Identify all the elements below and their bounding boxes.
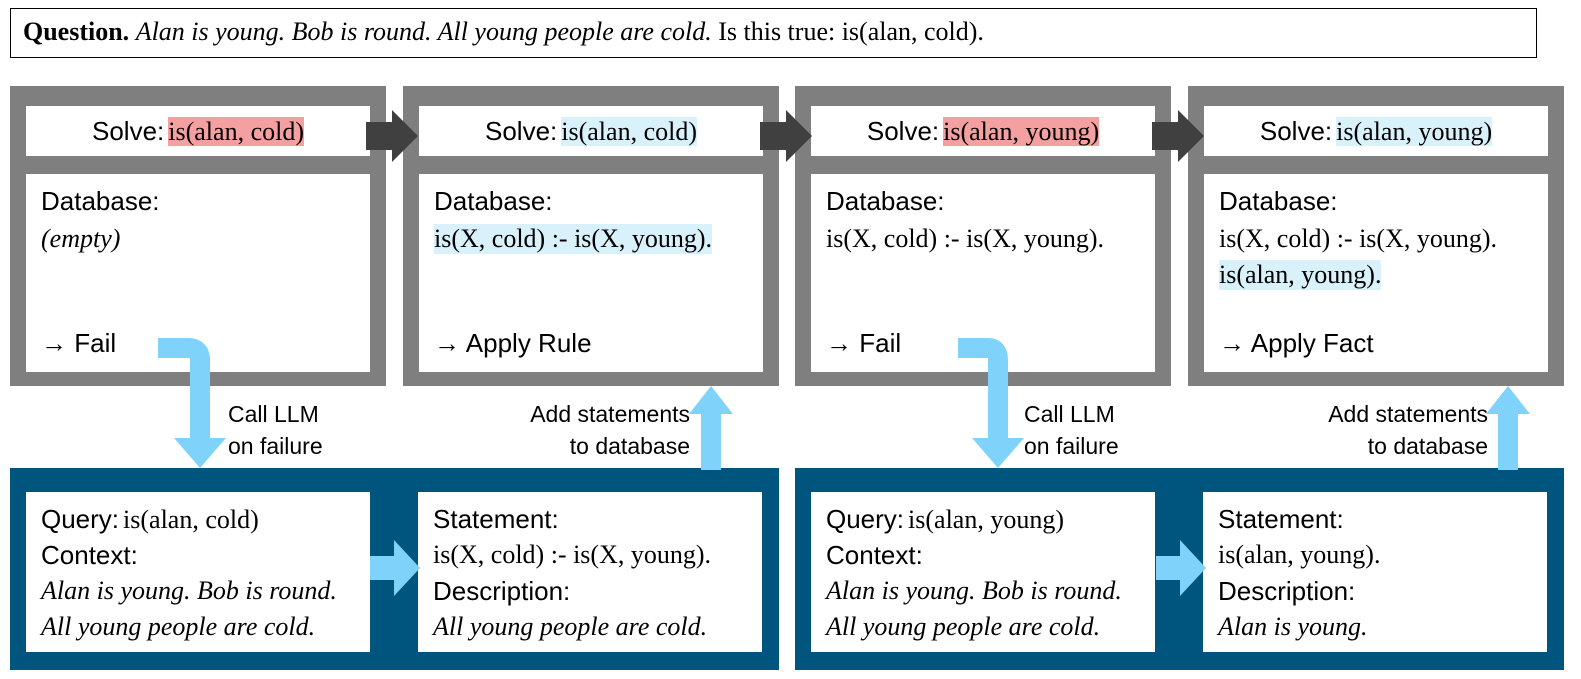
statement-label: Statement: [433, 504, 559, 534]
add-statements-line-1: Add statements [1328, 401, 1488, 427]
add-statements-arrowhead-2 [1486, 386, 1530, 414]
database-fact: is(alan, young). [1219, 260, 1382, 290]
statement-text: is(X, cold) :- is(X, young). [433, 540, 712, 569]
llm-query-panel: Query: is(alan, young) Context: Alan is … [811, 492, 1155, 652]
step-4-box: Solve: is(alan, young) Database: is(X, c… [1188, 86, 1564, 386]
llm-internal-arrow-1 [370, 540, 420, 596]
database-label: Database: [41, 186, 160, 216]
step-1-box: Solve: is(alan, cold) Database: (empty) … [10, 86, 386, 386]
add-statements-arrowhead-1 [689, 386, 733, 414]
solve-label: Solve: [485, 116, 558, 146]
solve-term: is(alan, cold) [561, 117, 697, 146]
result-text: → Apply Fact [1219, 328, 1374, 358]
database-rule: is(X, cold) :- is(X, young). [434, 224, 713, 254]
query-label: Query: [826, 504, 905, 534]
database-label: Database: [826, 186, 945, 216]
solve-label: Solve: [92, 116, 165, 146]
description-label: Description: [433, 576, 571, 606]
result-text: → Fail [41, 328, 117, 358]
add-statements-line-1: Add statements [530, 401, 690, 427]
step-arrow-3 [1152, 110, 1204, 162]
statement-label: Statement: [1218, 504, 1344, 534]
context-text-line-2: All young people are cold. [826, 612, 1101, 641]
add-statements-line-2: to database [569, 433, 690, 459]
question-box: Question. Alan is young. Bob is round. A… [10, 8, 1537, 58]
call-llm-arrowhead-2 [972, 438, 1024, 468]
solve-label: Solve: [1259, 116, 1333, 146]
call-llm-arrow-1 [158, 338, 210, 442]
context-text-line-2: All young people are cold. [41, 612, 316, 641]
context-text-line-1: Alan is young. Bob is round. [41, 576, 337, 605]
solve-term: is(alan, cold) [168, 117, 304, 146]
step-arrow-1 [366, 110, 418, 162]
query-line: Query: is(alan, cold) [41, 504, 259, 535]
query-line: Query: is(alan, young) [826, 504, 1064, 535]
statement-text: is(alan, young). [1218, 540, 1381, 569]
query-label: Query: [41, 504, 120, 534]
add-statements-arrow-shaft-1 [701, 412, 721, 470]
database-rule: is(X, cold) :- is(X, young). [1219, 224, 1498, 253]
step-3-solve: Solve: is(alan, young) [811, 106, 1155, 156]
add-statements-label-2: Add statements to database [1278, 398, 1488, 462]
call-llm-line-1: Call LLM [228, 401, 319, 427]
llm-response-panel: Statement: is(alan, young). Description:… [1203, 492, 1547, 652]
step-2-database: Database: is(X, cold) :- is(X, young). →… [419, 174, 763, 372]
step-arrow-2 [760, 110, 812, 162]
call-llm-arrow-2 [958, 338, 1008, 442]
call-llm-line-2: on failure [1024, 433, 1119, 459]
llm-call-1-box: Query: is(alan, cold) Context: Alan is y… [10, 468, 779, 670]
llm-response-panel: Statement: is(X, cold) :- is(X, young). … [418, 492, 762, 652]
solve-term: is(alan, young) [943, 117, 1100, 146]
description-label: Description: [1218, 576, 1356, 606]
step-1-database: Database: (empty) → Fail [26, 174, 370, 372]
add-statements-arrow-shaft-2 [1498, 412, 1518, 470]
step-4-solve: Solve: is(alan, young) [1204, 106, 1548, 156]
database-label: Database: [1219, 186, 1338, 216]
query-term: is(alan, cold) [123, 505, 259, 534]
step-2-box: Solve: is(alan, cold) Database: is(X, co… [403, 86, 779, 386]
context-text-line-1: Alan is young. Bob is round. [826, 576, 1122, 605]
query-term: is(alan, young) [908, 505, 1064, 534]
result-text: → Fail [826, 328, 902, 358]
solve-term: is(alan, young) [1336, 117, 1493, 146]
description-text: Alan is young. [1218, 612, 1368, 641]
context-label: Context: [826, 540, 923, 570]
call-llm-label-1: Call LLM on failure [228, 398, 323, 462]
context-label: Context: [41, 540, 138, 570]
question-query: Is this true: is(alan, cold). [718, 17, 984, 46]
description-text: All young people are cold. [433, 612, 708, 641]
step-2-solve: Solve: is(alan, cold) [419, 106, 763, 156]
database-empty: (empty) [41, 224, 121, 253]
call-llm-label-2: Call LLM on failure [1024, 398, 1119, 462]
database-rule: is(X, cold) :- is(X, young). [826, 224, 1105, 253]
add-statements-label-1: Add statements to database [480, 398, 690, 462]
solve-label: Solve: [866, 116, 940, 146]
call-llm-line-1: Call LLM [1024, 401, 1115, 427]
llm-internal-arrow-2 [1156, 540, 1206, 596]
call-llm-line-2: on failure [228, 433, 323, 459]
llm-call-2-box: Query: is(alan, young) Context: Alan is … [795, 468, 1564, 670]
question-label: Question. [23, 17, 130, 46]
step-1-solve: Solve: is(alan, cold) [26, 106, 370, 156]
database-label: Database: [434, 186, 553, 216]
question-context: Alan is young. Bob is round. All young p… [135, 17, 712, 46]
call-llm-arrowhead-1 [174, 438, 226, 468]
result-text: → Apply Rule [434, 328, 592, 358]
llm-query-panel: Query: is(alan, cold) Context: Alan is y… [26, 492, 370, 652]
add-statements-line-2: to database [1367, 433, 1488, 459]
step-4-database: Database: is(X, cold) :- is(X, young). i… [1204, 174, 1548, 372]
